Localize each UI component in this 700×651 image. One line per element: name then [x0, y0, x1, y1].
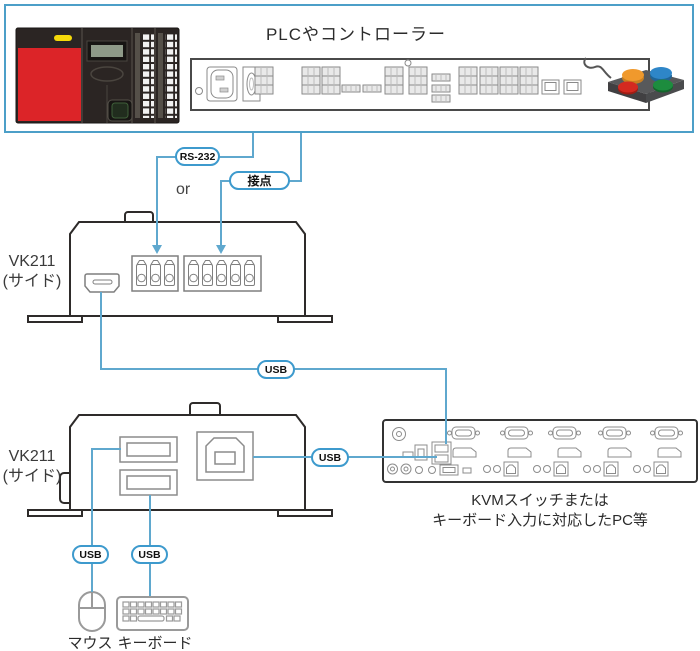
- rs232-line-h1: [218, 156, 254, 158]
- mouse-label: マウス: [67, 635, 113, 651]
- device2-label: VK211 (サイド): [0, 447, 64, 488]
- contact-pill: 接点: [229, 171, 290, 190]
- hdmi-port-icon: [84, 273, 120, 293]
- kvm-caption: KVMスイッチまたは キーボード入力に対応したPC等: [380, 491, 700, 532]
- kvm-caption-line1: KVMスイッチまたは: [471, 492, 609, 509]
- device2-name: VK211: [8, 448, 56, 465]
- kvm-usb-hub-port-icon: [431, 441, 452, 465]
- controller-rear-panel-icon: [190, 58, 650, 111]
- contact-line-from-box: [300, 133, 302, 181]
- rs232-line-down: [156, 156, 158, 246]
- usb-b-port-icon: [196, 431, 254, 481]
- terminal-block-3pin-icon: [131, 255, 179, 292]
- terminal-block-5pin-icon: [183, 255, 262, 292]
- usb-pill-keyboard-link: USB: [131, 545, 168, 564]
- mouse-line-h: [91, 448, 121, 450]
- usb-pill-mouse-link: USB: [72, 545, 109, 564]
- usb-pill-kvm-link: USB: [311, 448, 349, 467]
- plc-icon: [15, 27, 180, 124]
- keyboard-icon: [116, 596, 189, 631]
- rs232-pill: RS-232: [175, 147, 220, 166]
- rs232-line-h2: [156, 156, 176, 158]
- contact-line-h2: [220, 180, 231, 182]
- usb-line1-v2: [445, 368, 447, 444]
- usb-a-port-1-icon: [119, 436, 178, 463]
- contact-line-h1: [288, 180, 302, 182]
- device1-name-suffix: (サイド): [2, 273, 62, 291]
- usb-line1-v1: [100, 292, 102, 370]
- kvm-switch-rear-icon: [382, 419, 698, 483]
- rs232-arrow-icon: [152, 245, 162, 254]
- plc-controller-title: PLCやコントローラー: [265, 25, 447, 44]
- contact-line-down: [220, 180, 222, 246]
- keyboard-label: キーボード: [117, 635, 193, 651]
- kvm-caption-line2: キーボード入力に対応したPC等: [432, 512, 648, 530]
- device1-name: VK211: [8, 253, 56, 270]
- usb-a-port-2-icon: [119, 469, 178, 496]
- vk211-device-2-icon: [27, 402, 333, 517]
- device2-name-suffix: (サイド): [2, 468, 62, 486]
- usb-pill-hdmi-link: USB: [257, 360, 295, 379]
- or-label: or: [176, 181, 191, 198]
- device1-label: VK211 (サイド): [0, 252, 64, 293]
- plc-controller-box: PLCやコントローラー: [4, 4, 694, 133]
- contact-arrow-icon: [216, 245, 226, 254]
- mouse-line-v: [91, 448, 93, 592]
- pushbutton-box-icon: [583, 57, 684, 103]
- rs232-line-from-box: [252, 133, 254, 158]
- vk211-device-1-icon: [27, 211, 333, 323]
- mouse-icon: [78, 591, 106, 632]
